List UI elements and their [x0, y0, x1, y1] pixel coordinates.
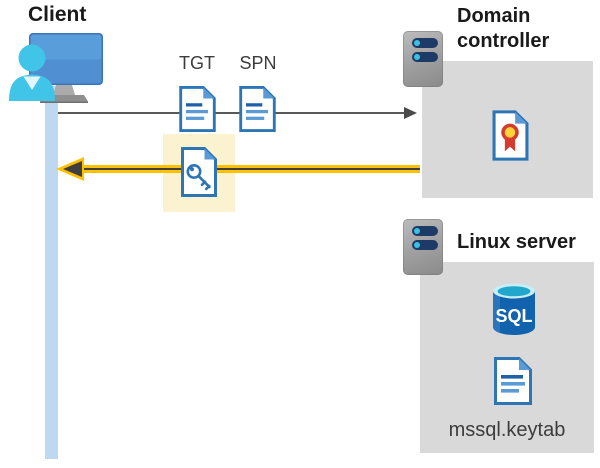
tgt-document-icon — [179, 85, 216, 133]
response-arrow-core — [84, 167, 420, 171]
keytab-document-icon — [494, 357, 532, 405]
request-arrow-line — [58, 112, 405, 114]
server-slot — [412, 226, 438, 236]
request-arrow-head-icon — [404, 106, 417, 119]
sql-database-icon: SQL — [493, 283, 535, 335]
spn-document-icon — [239, 85, 276, 133]
client-timeline-bar — [45, 86, 58, 459]
spn-label: SPN — [239, 53, 277, 73]
response-arrow-head-icon — [56, 157, 84, 181]
domain-controller-server-icon — [403, 31, 443, 87]
server-slot — [412, 52, 438, 62]
tgt-label: TGT — [179, 53, 215, 73]
linux-server-label: Linux server — [457, 231, 576, 253]
key-document-icon — [181, 147, 217, 197]
certificate-icon — [492, 110, 529, 161]
server-slot — [412, 38, 438, 48]
server-slot — [412, 240, 438, 250]
linux-server-icon — [403, 219, 443, 275]
domain-controller-label: Domain controller — [457, 5, 550, 52]
client-label: Client — [28, 3, 87, 26]
client-user-monitor-icon — [9, 33, 103, 103]
keytab-filename-label: mssql.keytab — [448, 419, 566, 441]
